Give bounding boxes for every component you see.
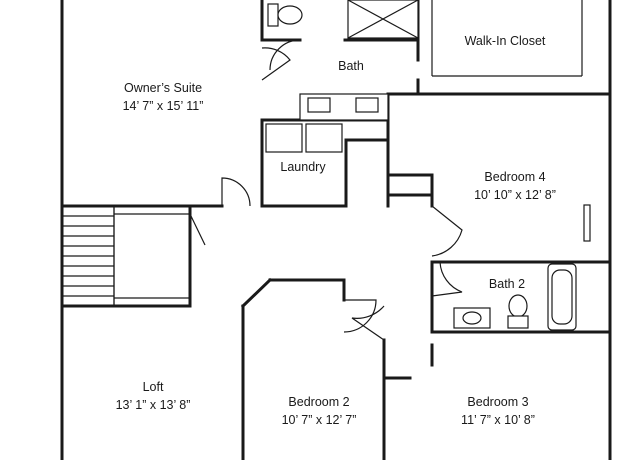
walk-in-closet-name: Walk-In Closet	[465, 34, 546, 48]
room-labels: Owner’s Suite 14’ 7” x 15’ 11” Bath Walk…	[116, 34, 556, 427]
bedroom-2-name: Bedroom 2	[288, 395, 349, 409]
bath-name: Bath	[338, 59, 364, 73]
bedroom-2-dims: 10’ 7” x 12’ 7”	[282, 413, 357, 427]
bedroom-3-dims: 11’ 7” x 10’ 8”	[461, 413, 535, 427]
bedroom-4-name: Bedroom 4	[484, 170, 545, 184]
doors	[221, 39, 463, 341]
fixtures	[265, 0, 591, 331]
loft-name: Loft	[143, 380, 164, 394]
owners-suite-name: Owner’s Suite	[124, 81, 202, 95]
owners-suite-dims: 14’ 7” x 15’ 11”	[123, 99, 204, 113]
laundry-name: Laundry	[280, 160, 326, 174]
staircase	[61, 205, 206, 307]
bedroom-3-name: Bedroom 3	[467, 395, 528, 409]
bath-2-name: Bath 2	[489, 277, 525, 291]
loft-dims: 13’ 1” x 13’ 8”	[116, 398, 191, 412]
bedroom-4-dims: 10’ 10” x 12’ 8”	[474, 188, 556, 202]
